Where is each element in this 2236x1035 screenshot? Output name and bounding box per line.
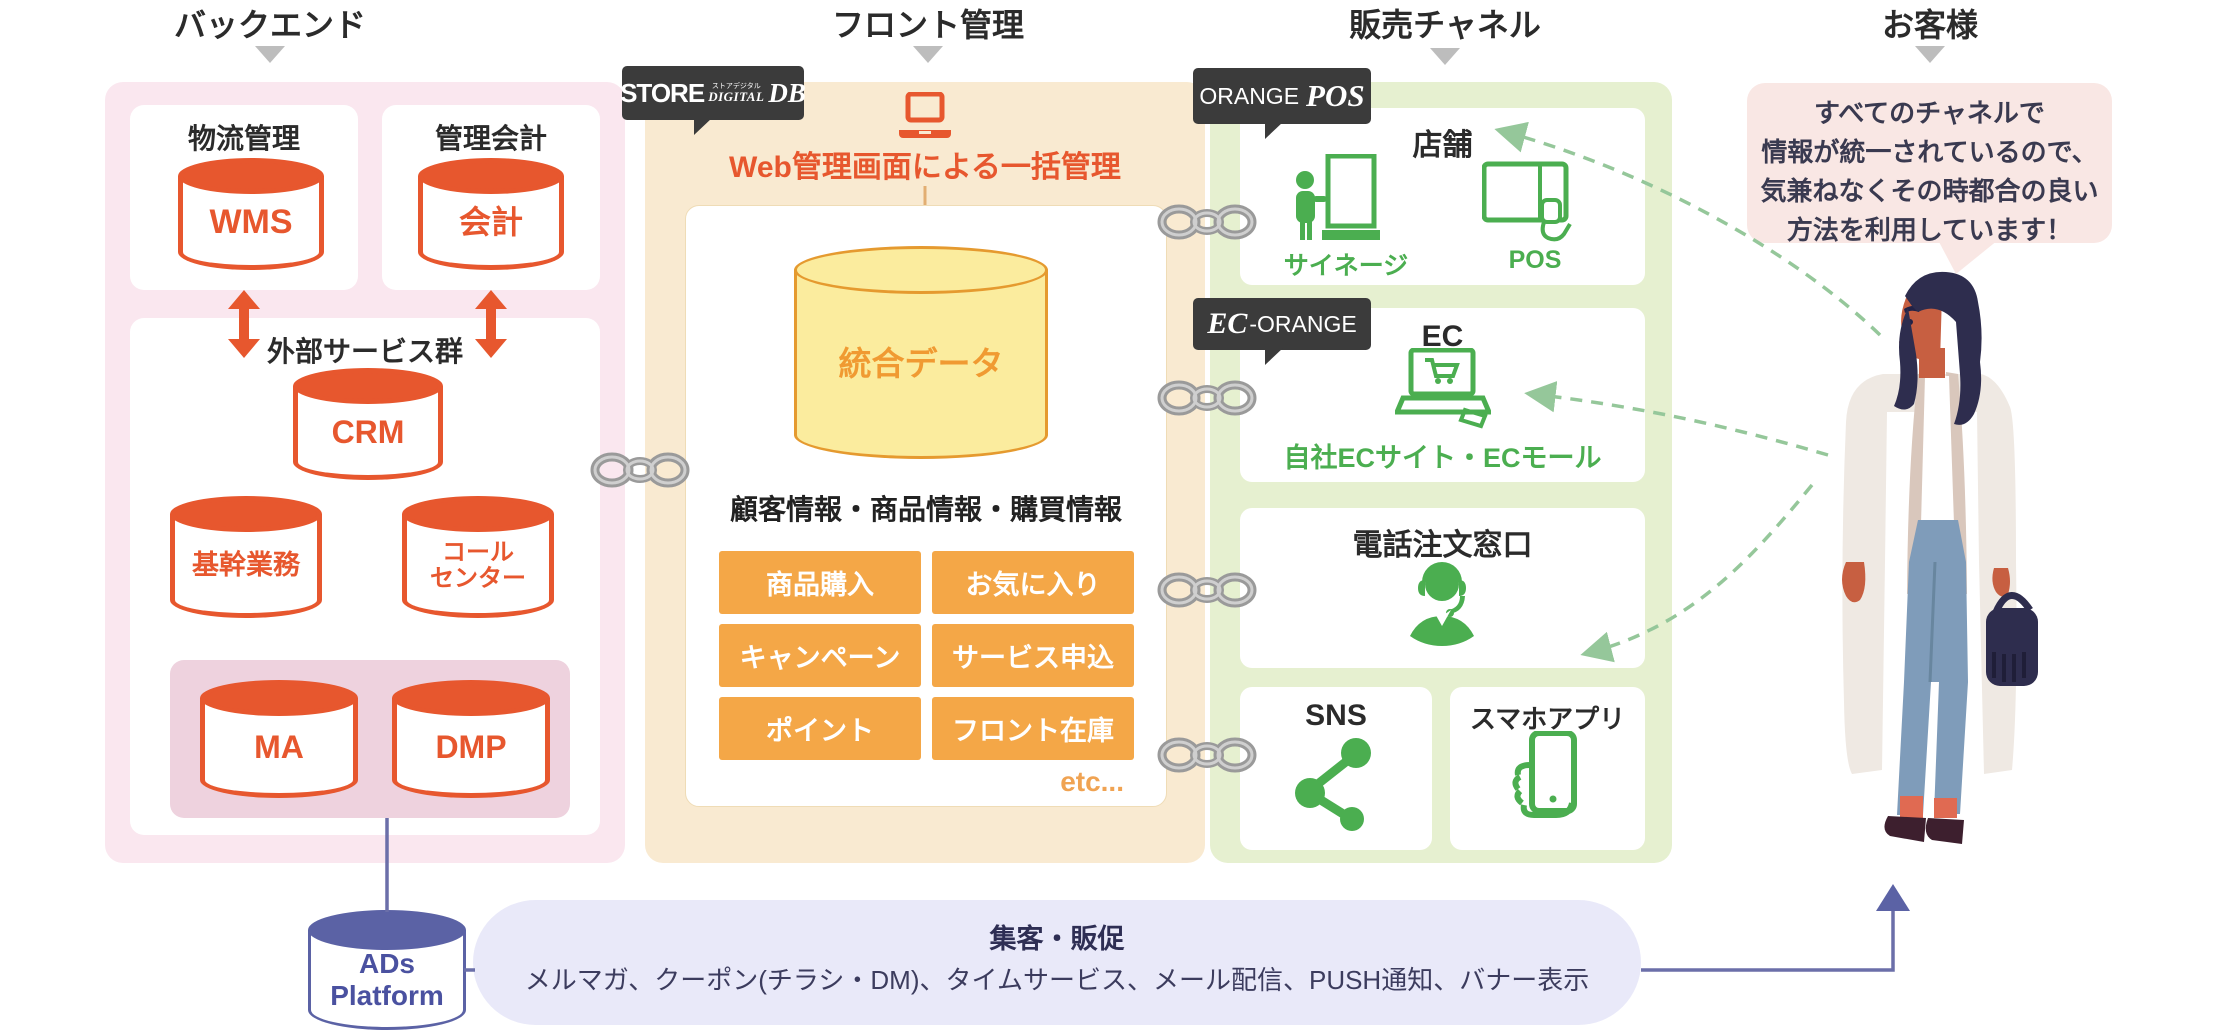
phone-order-card: 電話注文窓口 xyxy=(1240,508,1645,668)
dmp-database: DMP xyxy=(392,680,550,798)
front-title: Web管理画面による一括管理 xyxy=(729,151,1121,184)
ma-dmp-group: MA DMP xyxy=(170,660,570,818)
store-digital-db-badge: STORE ストアデジタル DIGITAL DB xyxy=(620,66,806,135)
etc-label: etc... xyxy=(1060,766,1124,797)
external-services-card: 外部サービス群 CRM 基幹業務 コール センター MA DMP xyxy=(130,318,600,835)
store-title: 店舗 xyxy=(1412,129,1473,162)
front-panel: Web管理画面による一括管理 統合データ 顧客情報・商品情報・購買情報 商品購入… xyxy=(645,82,1205,863)
header-customer: お客様 xyxy=(1881,7,1979,43)
logistics-title: 物流管理 xyxy=(187,123,300,154)
down-triangle-icon xyxy=(1430,48,1460,65)
sns-card: SNS xyxy=(1240,687,1432,850)
orange-pos-badge: ORANGE POS xyxy=(1193,68,1371,139)
core-system-database: 基幹業務 xyxy=(170,496,322,618)
ec-orange-badge: EC -ORANGE xyxy=(1193,298,1371,365)
pos-terminal-icon xyxy=(1482,161,1572,242)
promotion-pill: 集客・販促 メルマガ、クーポン(チラシ・DM)、タイムサービス、メール配信、PU… xyxy=(473,900,1641,1025)
tag-service-apply: サービス申込 xyxy=(932,624,1134,687)
tag-front-stock: フロント在庫 xyxy=(932,697,1134,760)
customer-speech-bubble: すべてのチャネルで 情報が統一されているので、 気兼ねなくその時都合の良い 方法… xyxy=(1747,83,2112,245)
up-arrow-icon xyxy=(1876,884,1910,911)
info-heading: 顧客情報・商品情報・購買情報 xyxy=(729,494,1122,525)
store-pos-label: POS xyxy=(1508,246,1562,274)
crm-database: CRM xyxy=(293,368,443,480)
app-card: スマホアプリ xyxy=(1450,687,1645,850)
callcenter-database: コール センター xyxy=(402,496,554,618)
ec-label: 自社ECサイト・ECモール xyxy=(1283,443,1602,473)
header-channel: 販売チャネル xyxy=(1349,7,1541,43)
down-triangle-icon xyxy=(913,46,943,63)
promotion-title: 集客・販促 xyxy=(989,924,1125,954)
ma-database: MA xyxy=(200,680,358,798)
digital-signage-icon xyxy=(1296,154,1380,240)
down-triangle-icon xyxy=(255,46,285,63)
tag-campaign: キャンペーン xyxy=(719,624,921,687)
header-front: フロント管理 xyxy=(831,7,1025,43)
store-card: 店舗 サイネージ POS xyxy=(1240,108,1645,285)
promotion-body: メルマガ、クーポン(チラシ・DM)、タイムサービス、メール配信、PUSH通知、バ… xyxy=(524,965,1590,995)
phone-order-title: 電話注文窓口 xyxy=(1352,529,1533,562)
tag-favorites: お気に入り xyxy=(932,551,1134,614)
signage-label: サイネージ xyxy=(1283,252,1409,280)
tag-points: ポイント xyxy=(719,697,921,760)
sns-title: SNS xyxy=(1305,699,1367,732)
external-services-title: 外部サービス群 xyxy=(266,336,463,367)
sns-share-icon xyxy=(1295,738,1371,831)
logistics-card: 物流管理 WMS xyxy=(130,105,358,290)
channel-panel: 店舗 サイネージ POS EC xyxy=(1210,82,1672,863)
accounting-title: 管理会計 xyxy=(434,123,547,154)
header-backend: バックエンド xyxy=(173,7,367,43)
unified-data-card: 統合データ 顧客情報・商品情報・購買情報 商品購入 お気に入り キャンペーン サ… xyxy=(685,205,1167,807)
laptop-icon xyxy=(899,92,951,138)
data-buttons-grid: 商品購入 お気に入り キャンペーン サービス申込 ポイント フロント在庫 xyxy=(719,551,1134,760)
backend-panel: 物流管理 WMS 管理会計 会計 外部サービス群 CRM 基幹業務 コール セン… xyxy=(105,82,625,863)
tag-purchase: 商品購入 xyxy=(719,551,921,614)
accounting-database: 会計 xyxy=(418,158,564,270)
wms-database: WMS xyxy=(178,158,324,270)
customer-illustration xyxy=(1842,271,2038,844)
app-title: スマホアプリ xyxy=(1469,704,1626,734)
unified-database: 統合データ xyxy=(794,246,1048,459)
smartphone-hand-icon xyxy=(1512,731,1577,818)
call-operator-icon xyxy=(1410,562,1474,646)
down-triangle-icon xyxy=(1915,46,1945,63)
laptop-cart-icon xyxy=(1395,348,1491,429)
accounting-card: 管理会計 会計 xyxy=(382,105,600,290)
